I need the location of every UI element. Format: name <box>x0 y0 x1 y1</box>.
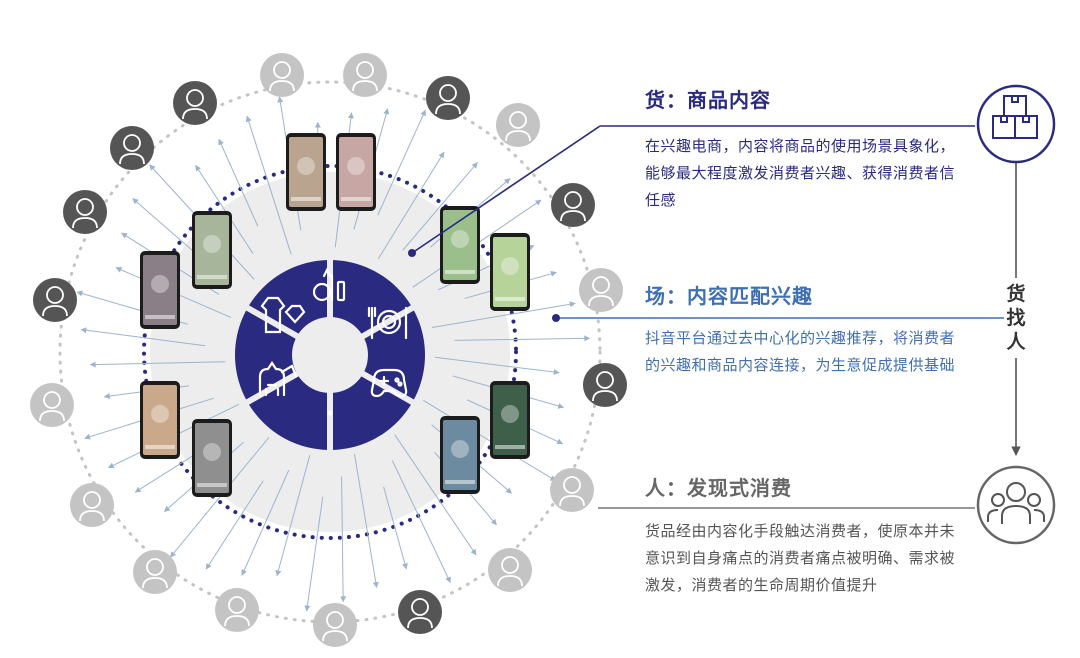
phone-screen <box>490 233 530 311</box>
consumer-avatar-icon <box>343 53 387 97</box>
consumer-avatar-icon <box>579 268 623 312</box>
people-title: 人：发现式消费 <box>645 476 792 500</box>
goods-title: 货：商品内容 <box>645 88 771 112</box>
consumer-avatar-icon <box>33 278 77 322</box>
pets-icon <box>258 361 298 397</box>
consumer-avatar-icon <box>215 588 259 632</box>
arrow-line <box>340 476 347 603</box>
arrow-line <box>218 138 259 227</box>
consumer-avatar-icon <box>551 183 595 227</box>
goods-connector <box>411 125 601 254</box>
phone-screen <box>192 211 232 289</box>
flow-label: 货找人 <box>1004 278 1028 358</box>
arrow-line <box>195 164 254 254</box>
consumer-avatars <box>30 53 627 647</box>
consumer-avatar-icon <box>426 76 470 120</box>
consumer-avatar-icon <box>110 126 154 170</box>
phone-screen <box>192 419 232 497</box>
category-hub <box>235 258 425 452</box>
phone-screen <box>286 133 326 211</box>
hub-dot <box>327 410 333 416</box>
goods-description: 在兴趣电商，内容将商品的使用场景具象化，能够最大程度激发消费者兴趣、获得消费者信… <box>645 137 956 209</box>
consumer-avatar-icon <box>313 603 357 647</box>
arrow-line <box>383 486 408 570</box>
arrow-line <box>89 361 226 368</box>
arrow-line <box>432 301 576 328</box>
content-phones <box>140 133 530 497</box>
arrow-line <box>422 399 557 482</box>
field-title: 场：内容匹配兴趣 <box>645 284 813 308</box>
phone-screen <box>440 206 480 284</box>
arrow-line <box>245 115 292 255</box>
consumer-avatar-icon <box>133 550 177 594</box>
consumer-avatar-icon <box>30 383 74 427</box>
arrow-line <box>304 496 324 612</box>
fashion-icon <box>260 296 306 334</box>
arrow-line <box>377 151 445 260</box>
phone-screen <box>140 381 180 459</box>
consumer-avatar-icon <box>550 468 594 512</box>
inner-dotted-ring <box>142 164 518 540</box>
arrow-line <box>80 327 206 347</box>
phone-screen <box>490 381 530 459</box>
consumer-avatar-icon <box>398 590 442 634</box>
boxes-icon <box>976 84 1056 164</box>
phone-screen <box>336 133 376 211</box>
arrow-line <box>377 109 426 216</box>
consumer-avatar-icon <box>496 103 540 147</box>
arrow-line <box>434 356 560 375</box>
field-description: 抖音平台通过去中心化的兴趣推荐，将消费者的兴趣和商品内容连接，为生意促成提供基础 <box>645 329 956 374</box>
people-description: 货品经由内容化手段触达消费者，使原本并未意识到自身痛点的消费者痛点被明确、需求被… <box>645 522 956 594</box>
gamepad-icon <box>370 368 408 398</box>
consumer-avatar-icon <box>583 363 627 407</box>
consumer-avatar-icon <box>260 53 304 97</box>
arrow-line <box>275 454 311 577</box>
phone-screen <box>440 416 480 494</box>
consumer-avatar-icon <box>488 548 532 592</box>
consumer-avatar-icon <box>63 190 107 234</box>
arrow-line <box>169 437 270 558</box>
arrow-line <box>454 335 591 342</box>
arrow-line <box>394 434 477 556</box>
arrow-line <box>354 454 379 589</box>
cosmetics-icon <box>312 267 346 302</box>
arrow-line <box>402 162 478 251</box>
arrow-line <box>391 460 451 584</box>
arrow-line <box>241 469 290 576</box>
consumer-avatar-icon <box>70 483 114 527</box>
phone-screen <box>140 251 180 329</box>
food-icon <box>367 306 408 340</box>
goods-connector-dot <box>408 249 416 257</box>
arrow-line <box>205 480 264 570</box>
people-group-icon <box>976 465 1056 545</box>
field-connector-dot <box>552 314 560 322</box>
consumer-avatar-icon <box>173 81 217 125</box>
